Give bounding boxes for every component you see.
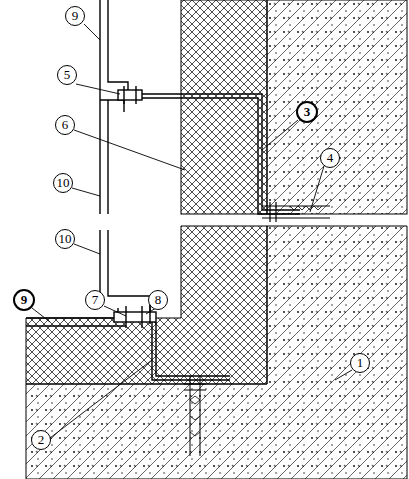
callout-text: 10 [57,175,70,190]
callout-text: 6 [62,117,69,132]
metal-parts [26,0,330,456]
callout-text: 7 [92,292,99,307]
concrete-wall [26,0,407,479]
callout-text: 8 [155,292,162,307]
callout-number: 6 [55,115,75,135]
leader-lines [32,24,352,438]
callout-text: 10 [59,231,72,246]
callout-number: 3 [296,101,318,123]
callout-number: 2 [31,430,51,450]
insulation [26,0,267,384]
callout-number: 9 [65,6,85,26]
callout-text: 3 [304,104,311,119]
callout-number: 5 [57,65,77,85]
callout-text: 2 [38,432,45,447]
callout-number: 8 [148,290,168,310]
callout-text: 5 [64,67,71,82]
callout-number: 9 [13,289,35,311]
callout-number: 7 [85,290,105,310]
callout-number: 10 [55,229,75,249]
callout-number: 10 [53,173,73,193]
callout-text: 4 [327,150,334,165]
callout-text: 9 [72,8,79,23]
callout-text: 9 [21,292,28,307]
callout-text: 1 [357,355,364,370]
callout-number: 4 [320,148,340,168]
callout-number: 1 [350,353,370,373]
